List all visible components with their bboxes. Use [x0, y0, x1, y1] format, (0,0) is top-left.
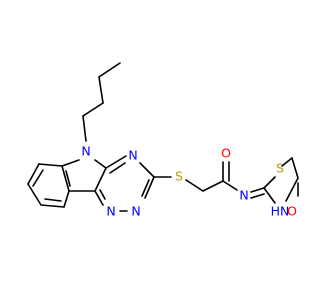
imine-nitrogen-label: N — [239, 188, 248, 203]
bond — [32, 169, 44, 187]
molecule-drawing: N N N N S O N S HN O — [27, 62, 299, 219]
bond — [94, 167, 107, 192]
bond — [82, 102, 104, 117]
bond — [263, 176, 276, 189]
bond — [281, 157, 293, 167]
indole-nitrogen-label: N — [81, 144, 90, 159]
bond — [61, 165, 70, 192]
bond — [38, 163, 63, 167]
bond — [109, 162, 126, 174]
bond — [105, 155, 127, 169]
bond — [27, 163, 40, 185]
structure-canvas: N N N N S O N S HN O — [27, 62, 299, 219]
bond — [139, 162, 155, 178]
triazine-nitrogen-bottom-left-label: N — [106, 204, 115, 219]
bonds — [27, 62, 299, 212]
bond — [291, 157, 299, 179]
thioether-sulfur-label: S — [175, 169, 183, 184]
bond — [144, 176, 155, 199]
bond — [141, 179, 150, 197]
bond — [263, 187, 276, 204]
bond — [61, 159, 80, 167]
bond — [185, 179, 204, 192]
bond — [44, 198, 62, 202]
bond — [94, 159, 107, 169]
bond — [250, 193, 265, 199]
bond — [27, 183, 42, 206]
bond — [82, 115, 87, 142]
bond — [98, 76, 104, 104]
ketone-oxygen-label: O — [287, 204, 297, 219]
bond — [63, 190, 70, 208]
bond — [98, 62, 121, 78]
triazine-nitrogen-top-label: N — [128, 148, 137, 163]
atom-labels: N N N N S O N S HN O — [81, 144, 297, 219]
amide-oxygen-label: O — [221, 146, 231, 161]
bond — [202, 180, 224, 192]
bond — [222, 180, 238, 191]
bond — [94, 190, 104, 206]
bond — [250, 187, 265, 193]
bond — [65, 170, 71, 187]
thiazolidine-sulfur-label: S — [276, 161, 284, 176]
bond — [40, 204, 65, 208]
triazine-nitrogen-bottom-right-label: N — [131, 204, 140, 219]
bond — [285, 177, 299, 202]
thiazolidine-nitrogen-label: HN — [271, 204, 290, 219]
bond — [99, 189, 106, 200]
